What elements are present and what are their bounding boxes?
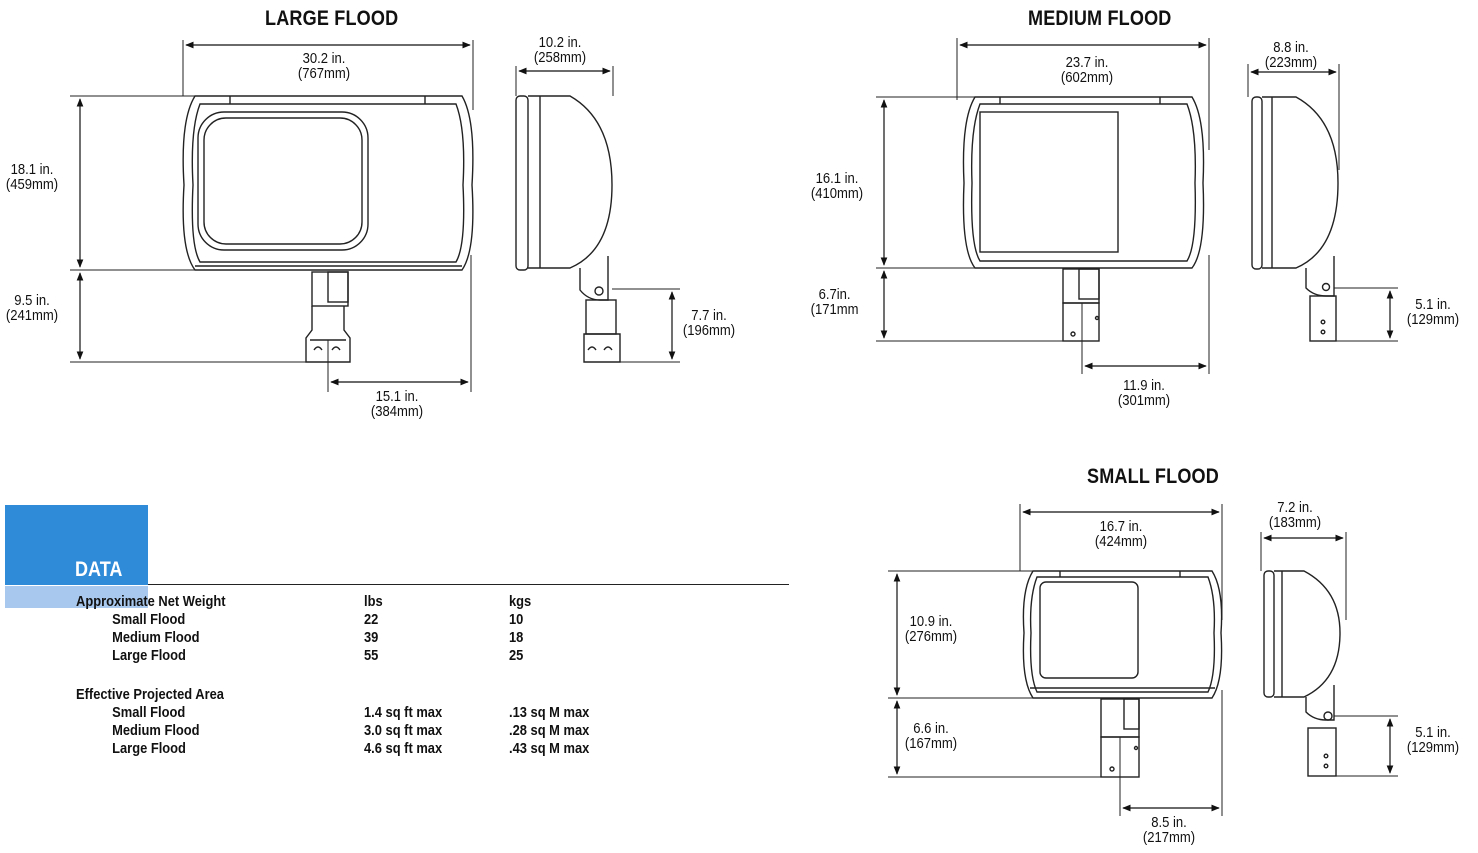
weight-lbs-value: 39: [364, 629, 379, 646]
weight-lbs-value: 55: [364, 647, 379, 664]
large-flood-title: LARGE FLOOD: [265, 7, 399, 30]
medium-mount-offset-label: 11.9 in.(301mm): [1117, 378, 1171, 409]
weight-row-name: Medium Flood: [112, 629, 200, 646]
weight-names-column: Approximate Net Weight Small Flood Mediu…: [76, 593, 226, 665]
data-section-label: DATA: [75, 558, 123, 581]
weight-lbs-value: 22: [364, 611, 379, 628]
epa-row-name: Medium Flood: [112, 722, 200, 739]
weight-kgs-value: 25: [509, 647, 524, 664]
data-section-strip: [5, 586, 148, 608]
weight-row-name: Small Flood: [112, 611, 186, 628]
small-flood-title: SMALL FLOOD: [1087, 465, 1219, 488]
kgs-header: kgs: [509, 593, 532, 610]
large-width-label: 30.2 in.(767mm): [297, 51, 351, 82]
large-flood-front-view: [182, 95, 474, 363]
small-mount-height-label: 6.6 in.(167mm): [904, 721, 958, 752]
large-side-mount-label: 7.7 in.(196mm): [682, 308, 736, 339]
epa-sqft-column: 1.4 sq ft max 3.0 sq ft max 4.6 sq ft ma…: [364, 704, 442, 758]
epa-sqm-value: .13 sq M max: [509, 704, 590, 721]
small-mount-offset-label: 8.5 in.(217mm): [1142, 815, 1196, 846]
epa-row-name: Small Flood: [112, 704, 186, 721]
dimension-lines: [70, 38, 1398, 816]
large-mount-offset-label: 15.1 in.(384mm): [370, 389, 424, 420]
medium-width-label: 23.7 in.(602mm): [1060, 55, 1114, 86]
small-depth-label: 7.2 in.(183mm): [1268, 500, 1322, 531]
data-section-block: [5, 505, 148, 585]
large-mount-height-label: 9.5 in.(241mm): [5, 293, 59, 324]
weight-kgs-value: 18: [509, 629, 524, 646]
lbs-header: lbs: [364, 593, 383, 610]
epa-sqft-value: 1.4 sq ft max: [364, 704, 443, 721]
epa-sqft-value: 4.6 sq ft max: [364, 740, 443, 757]
large-flood-side-view: [515, 95, 621, 363]
weight-row-name: Large Flood: [112, 647, 186, 664]
medium-side-mount-label: 5.1 in.(129mm): [1406, 297, 1460, 328]
large-depth-label: 10.2 in.(258mm): [533, 35, 587, 66]
epa-sqm-value: .28 sq M max: [509, 722, 590, 739]
medium-flood-front-view: [962, 96, 1205, 342]
large-height-label: 18.1 in.(459mm): [5, 162, 59, 193]
small-height-label: 10.9 in.(276mm): [904, 614, 958, 645]
weight-kgs-value: 10: [509, 611, 524, 628]
epa-sqm-column: .13 sq M max .28 sq M max .43 sq M max: [509, 704, 589, 758]
medium-depth-label: 8.8 in.(223mm): [1264, 40, 1318, 71]
epa-sqm-value: .43 sq M max: [509, 740, 590, 757]
medium-flood-title: MEDIUM FLOOD: [1028, 7, 1172, 30]
dimension-arrows: [76, 41, 1394, 812]
small-flood-front-view: [1022, 570, 1223, 778]
epa-names-column: Effective Projected Area Small Flood Med…: [76, 686, 224, 758]
weight-heading: Approximate Net Weight: [76, 593, 226, 610]
epa-heading: Effective Projected Area: [76, 686, 224, 703]
weight-kgs-column: kgs 10 18 25: [509, 593, 531, 665]
medium-height-label: 16.1 in.(410mm): [810, 171, 864, 202]
small-flood-side-view: [1263, 570, 1341, 777]
weight-lbs-column: lbs 22 39 55: [364, 593, 383, 665]
small-side-mount-label: 5.1 in.(129mm): [1406, 725, 1460, 756]
medium-flood-side-view: [1251, 96, 1339, 342]
epa-sqft-value: 3.0 sq ft max: [364, 722, 443, 739]
small-width-label: 16.7 in.(424mm): [1094, 519, 1148, 550]
data-divider: [148, 584, 789, 585]
epa-row-name: Large Flood: [112, 740, 186, 757]
medium-mount-height-label: 6.7in.(171mm: [810, 287, 859, 318]
